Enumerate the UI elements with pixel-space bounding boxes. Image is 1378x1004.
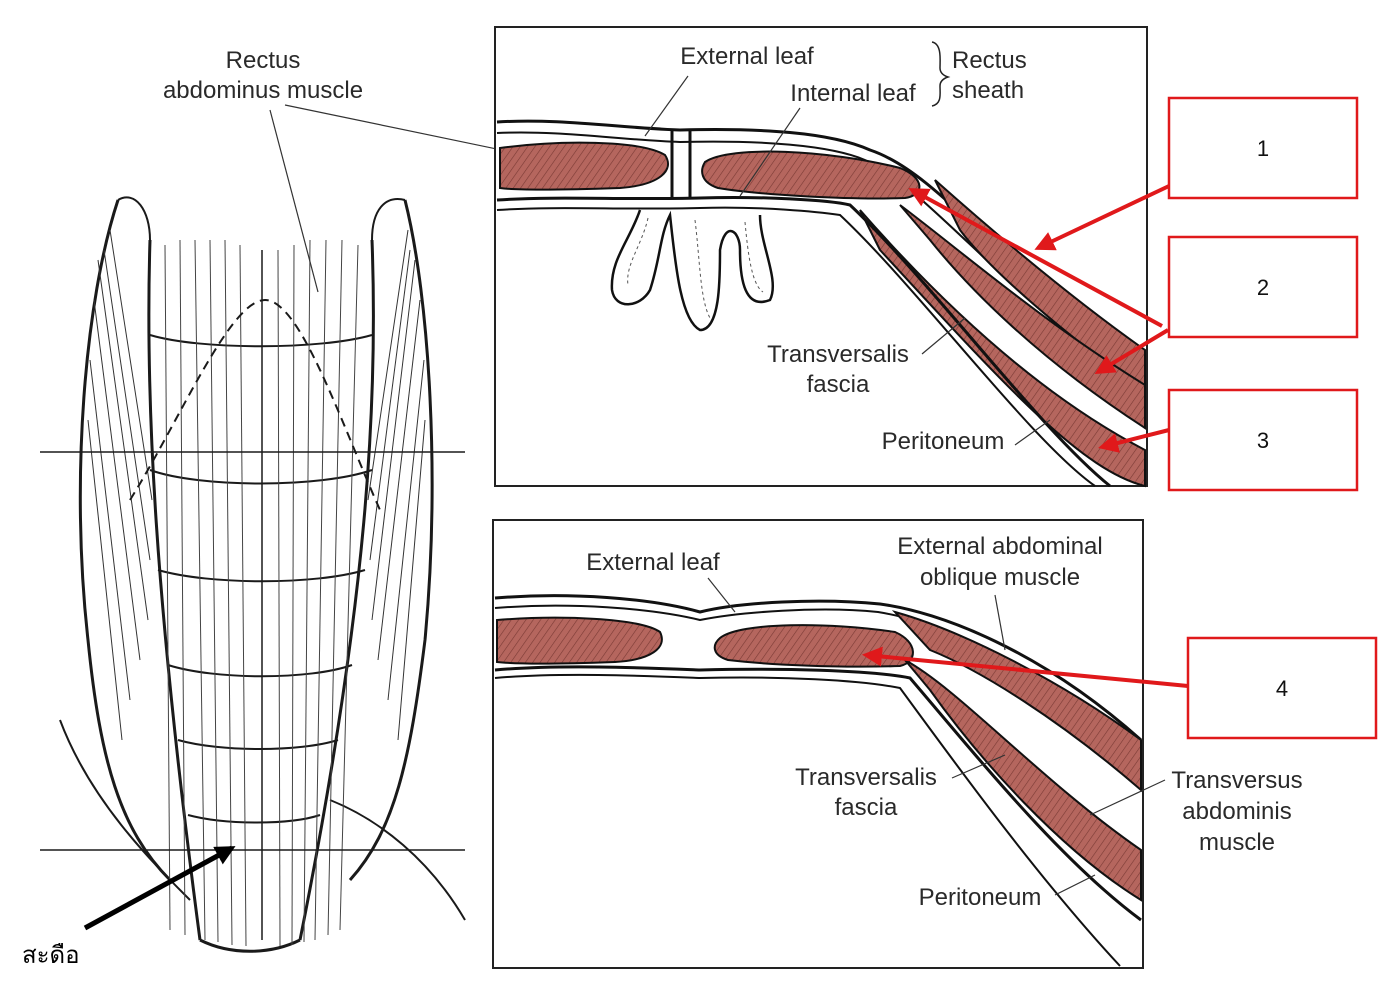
bottom-transversus-leader <box>1089 779 1166 816</box>
arrow-box3-transversus <box>1098 428 1170 453</box>
bottom-ext-oblique-label-1: External abdominal <box>897 533 1102 560</box>
arrow-box1-ext-oblique <box>1034 184 1170 251</box>
rectus-sheath-brace <box>931 41 951 107</box>
top-internal-leaf-leader <box>739 107 801 197</box>
top-internal-leaf-label: Internal leaf <box>790 80 916 107</box>
abdominal-wall-illustration <box>59 196 466 953</box>
answer-box-4-label: 4 <box>1276 676 1288 701</box>
top-external-leaf-leader <box>644 75 689 137</box>
top-rectus-label-1: Rectus <box>952 47 1027 74</box>
answer-box-3 <box>1167 388 1359 492</box>
bottom-peritoneum-leader <box>1054 874 1096 896</box>
top-rectus-left <box>499 141 669 191</box>
answer-box-1 <box>1167 96 1359 200</box>
bottom-transversus <box>904 659 1142 902</box>
answer-box-1-label: 1 <box>1257 136 1269 161</box>
bottom-rectus-left <box>496 616 663 665</box>
bottom-external-leaf-label: External leaf <box>586 549 720 576</box>
top-transversus <box>859 209 1146 488</box>
arrow-box2-int-oblique-a <box>908 188 1163 328</box>
top-int-oblique <box>899 204 1146 430</box>
bottom-transversalis-leader <box>951 754 1006 779</box>
rectus-abdominus-label-1: Rectus <box>226 47 301 74</box>
bottom-external-leaf-leader <box>707 577 736 613</box>
arrow-box4-rectus <box>862 646 1189 688</box>
answer-box-3-label: 3 <box>1257 428 1269 453</box>
red-pointer-arrows <box>862 184 1189 688</box>
bottom-transversus-label-3: muscle <box>1199 829 1275 856</box>
bottom-transversalis-label-2: fascia <box>835 794 898 821</box>
umbilicus-label: สะดือ <box>22 941 80 969</box>
top-transversalis-leader <box>921 317 966 355</box>
answer-box-2-label: 2 <box>1257 275 1269 300</box>
bottom-ext-oblique-leader <box>994 594 1006 651</box>
bottom-panel-cross-section <box>494 594 1142 967</box>
top-rectus-label-2: sheath <box>952 77 1024 104</box>
arrow-box2-int-oblique-b <box>1094 328 1170 375</box>
bottom-ext-oblique-label-2: oblique muscle <box>920 564 1080 591</box>
bottom-peritoneum-label: Peritoneum <box>919 884 1042 911</box>
top-transversalis-label-2: fascia <box>807 371 870 398</box>
bottom-panel-frame <box>492 519 1144 969</box>
rectus-abdominus-label-2: abdominus muscle <box>163 77 363 104</box>
umbilicus-arrow <box>83 845 236 931</box>
answer-box-2 <box>1167 235 1359 339</box>
rectus-leader-1 <box>269 109 319 293</box>
top-peritoneum-label: Peritoneum <box>882 428 1005 455</box>
bottom-transversus-label-1: Transversus <box>1171 767 1302 794</box>
bottom-ext-oblique <box>891 610 1142 793</box>
bottom-transversus-label-2: abdominis <box>1182 798 1291 825</box>
top-transversalis-label-1: Transversalis <box>767 341 909 368</box>
answer-box-4 <box>1186 636 1378 740</box>
bottom-transversalis-label-1: Transversalis <box>795 764 937 791</box>
top-external-leaf-label: External leaf <box>680 43 814 70</box>
top-rectus-right <box>701 150 921 200</box>
top-peritoneum-leader <box>1014 419 1051 446</box>
bottom-rectus-right <box>713 624 914 668</box>
